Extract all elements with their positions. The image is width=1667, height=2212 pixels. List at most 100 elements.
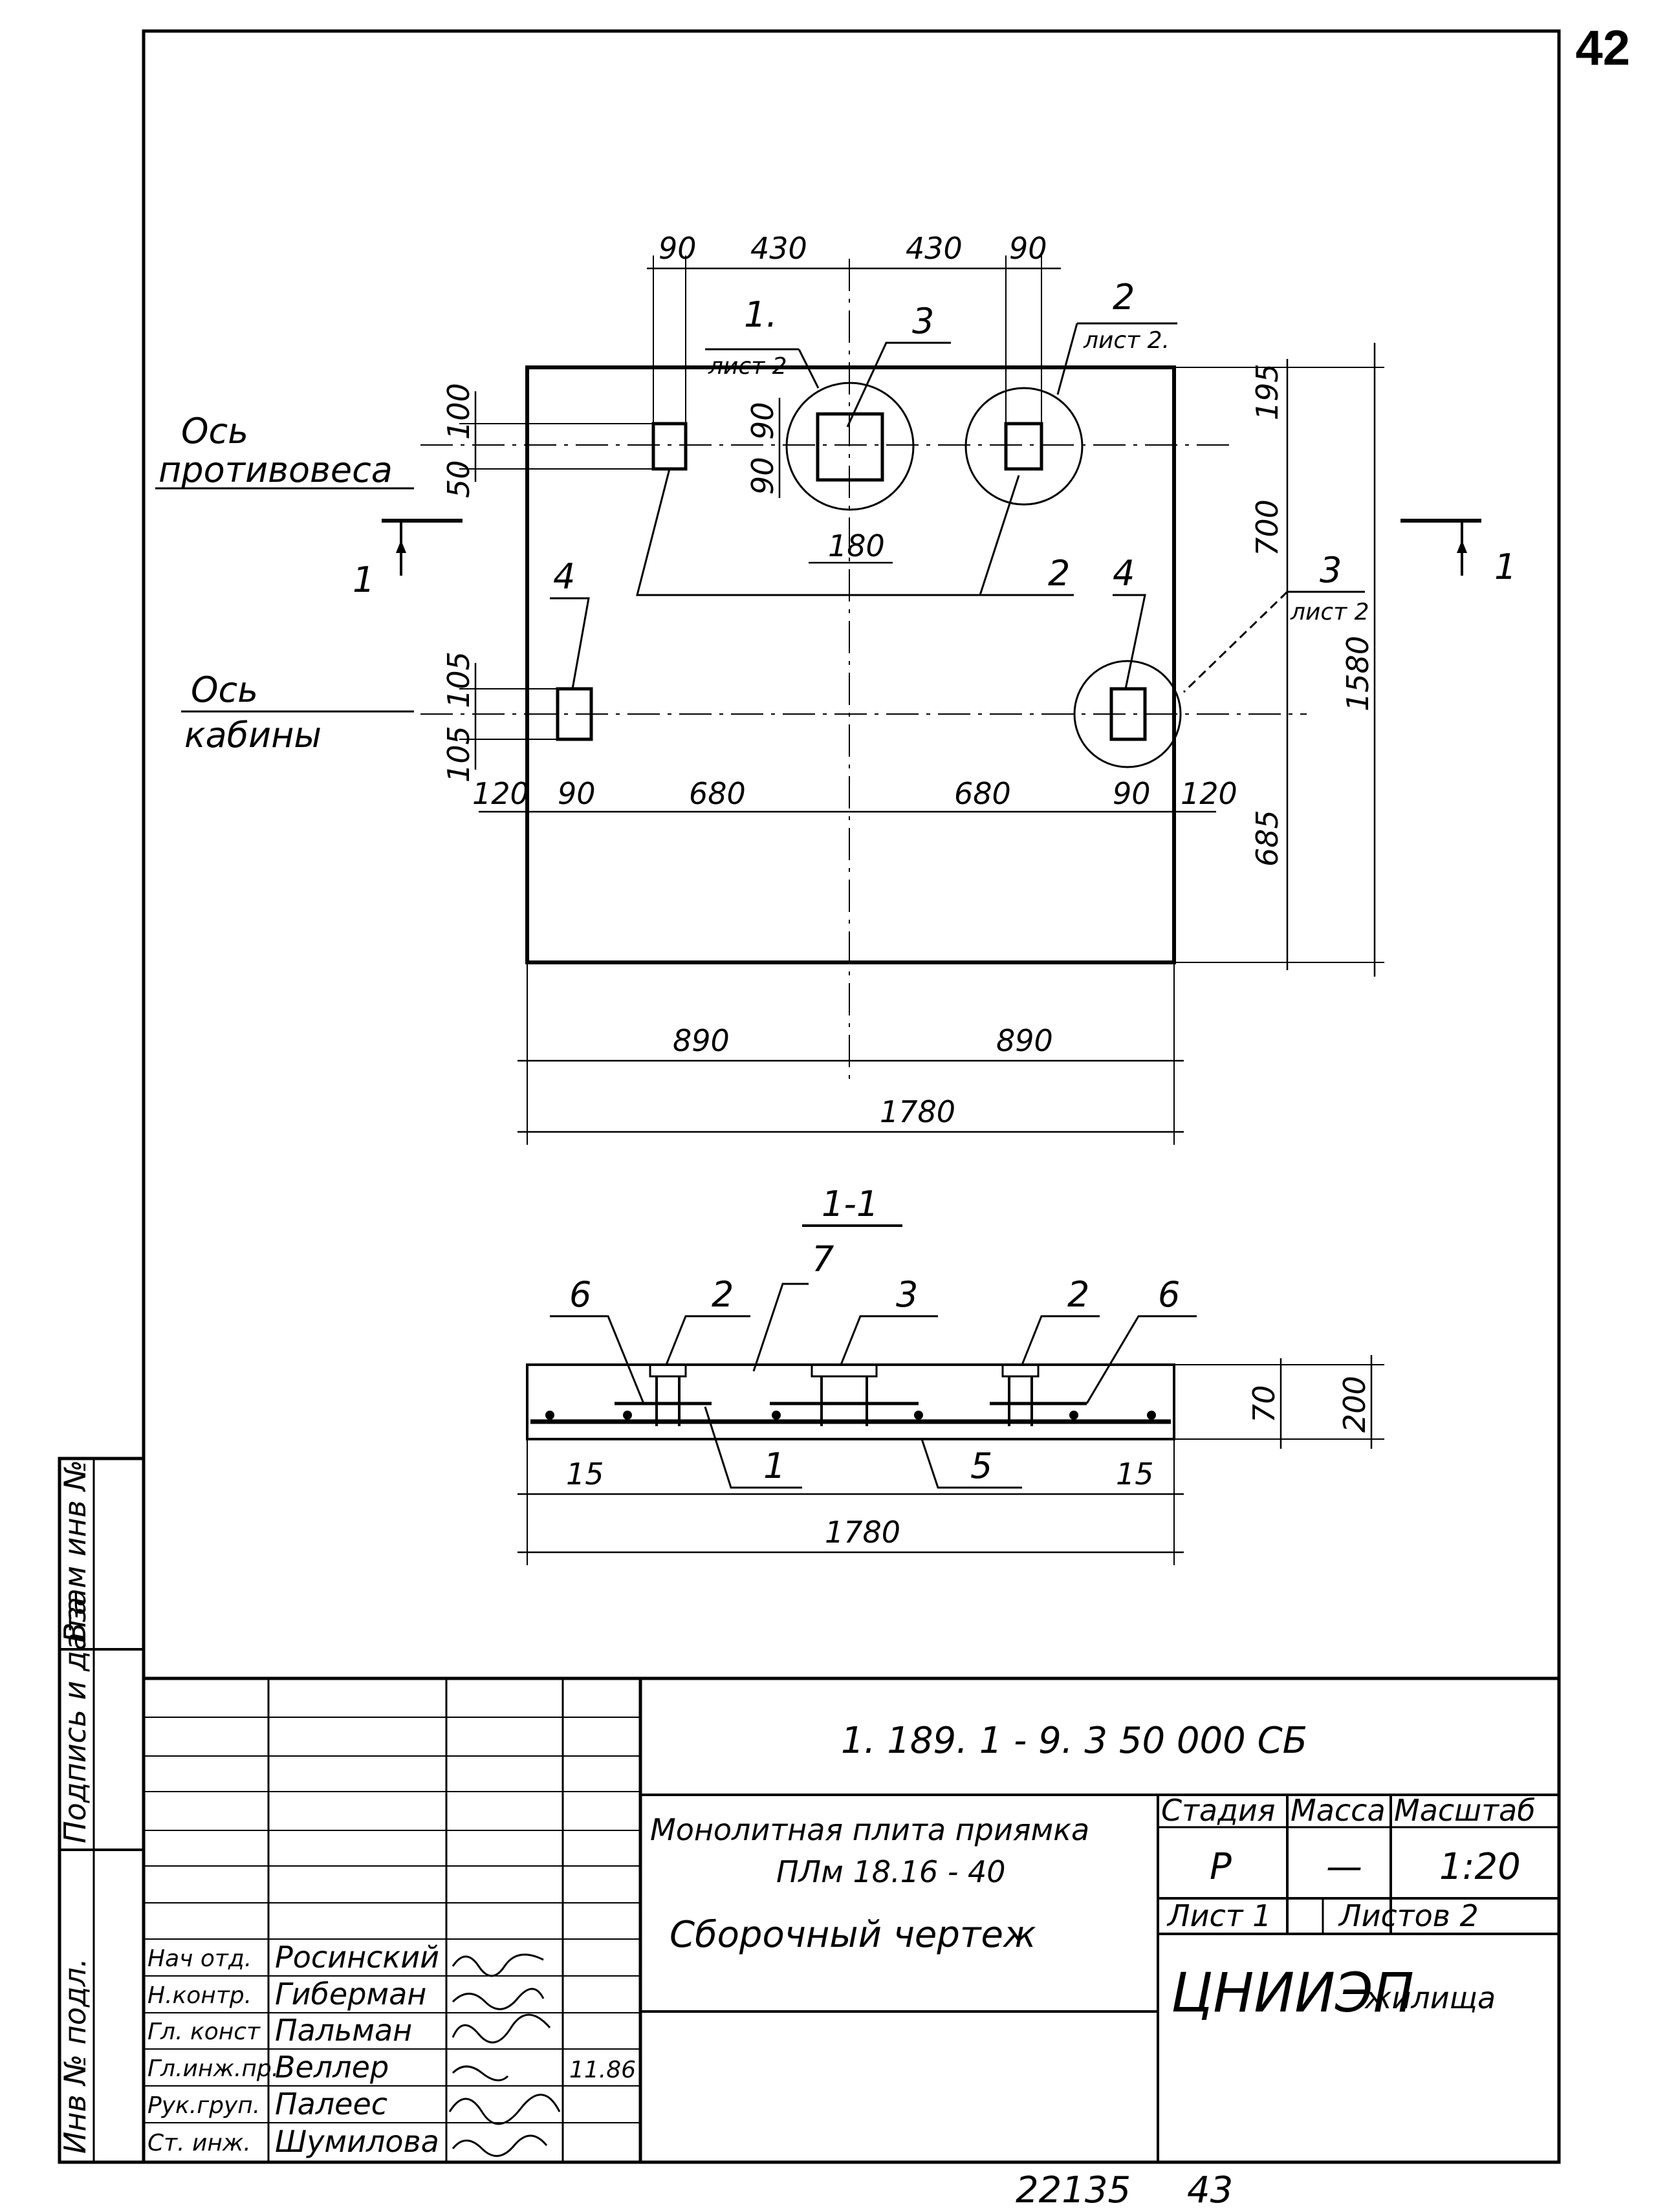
dim-row-680b: 680 [954, 776, 1011, 811]
name-1: Росинский [275, 1940, 439, 1975]
callout-3: 3 [1320, 550, 1342, 591]
dim-890a: 890 [673, 1023, 730, 1058]
bottom-number-2: 43 [1187, 2169, 1233, 2211]
axis-counterweight-label-1: Ось [181, 411, 248, 451]
dim-left-50: 50 [441, 460, 476, 498]
header-scale: Масштаб [1394, 1793, 1536, 1828]
embed-part-center [816, 412, 884, 482]
dim-top-2: 430 [750, 231, 807, 266]
side-stamp-inv: Инв № подл. [58, 1958, 93, 2154]
detail-circle-3 [1073, 660, 1182, 768]
dim-left-105a: 105 [441, 651, 476, 708]
mark-4a: 4 [553, 556, 575, 597]
sheets-total: Листов 2 [1338, 1898, 1479, 1933]
section-mark-2b: 2 [1067, 1274, 1089, 1315]
dim-row-90a: 90 [558, 776, 596, 811]
dim-top-3: 430 [906, 231, 963, 266]
section-mark-left: 1 [353, 559, 375, 600]
dim-row-680a: 680 [689, 776, 746, 811]
mark-4b: 4 [1113, 553, 1135, 594]
callout-2-sheet: лист 2. [1083, 327, 1170, 354]
header-stage: Стадия [1161, 1793, 1275, 1828]
section-dim-200: 200 [1337, 1376, 1372, 1433]
callout-1-sheet: лист 2 [708, 353, 787, 380]
org-suffix: жилища [1364, 1980, 1496, 2015]
slab-outline [525, 365, 1176, 964]
drawing-frame [142, 29, 1561, 2164]
dim-right-700: 700 [1250, 499, 1285, 556]
section-dim-15a: 15 [566, 1457, 604, 1491]
dim-right-685: 685 [1250, 810, 1285, 867]
name-2: Гиберман [275, 1977, 426, 2011]
axis-counterweight-label-2: противовеса [158, 450, 393, 490]
doc-code: 1. 189. 1 - 9. 3 50 000 СБ [841, 1720, 1307, 1762]
section-view: 1-1 7 6 2 3 2 6 1 [518, 1184, 1384, 1565]
dim-left-90b: 90 [745, 457, 780, 495]
detail-circle-2 [964, 387, 1084, 506]
section-mark-3: 3 [896, 1274, 918, 1315]
role-1: Нач отд. [147, 1946, 252, 1972]
title-line-3: Сборочный чертеж [670, 1914, 1036, 1956]
name-4: Веллер [275, 2050, 389, 2085]
section-mark-6b: 6 [1158, 1274, 1180, 1315]
section-mark-6a: 6 [569, 1274, 591, 1315]
name-3: Пальман [275, 2013, 412, 2048]
callout-2: 2 [1113, 277, 1135, 318]
role-3: Гл. конст [147, 2019, 261, 2045]
embed-part-cabin-right [1109, 687, 1147, 741]
name-6: Шумилова [275, 2124, 439, 2159]
section-dim-70: 70 [1247, 1385, 1281, 1423]
dim-right-195: 195 [1250, 363, 1285, 420]
section-mark-2a: 2 [712, 1274, 734, 1315]
embed-part-counterweight-left [651, 422, 688, 471]
side-stamp: Инв № подл. Подпись и дата Взам инв № [58, 1457, 146, 2164]
mark-2: 2 [1048, 553, 1070, 594]
value-mass: — [1326, 1846, 1362, 1888]
section-mark-5: 5 [970, 1446, 992, 1486]
mark-3: 3 [912, 301, 934, 342]
dim-right-1580: 1580 [1340, 636, 1375, 711]
role-6: Ст. инж. [147, 2130, 251, 2156]
role-5: Рук.груп. [147, 2092, 260, 2119]
dim-row-90b: 90 [1113, 776, 1151, 811]
value-scale: 1:20 [1439, 1846, 1521, 1888]
title-line-1: Монолитная плита приямка [650, 1812, 1089, 1847]
side-stamp-replace: Взам инв № [58, 1460, 93, 1643]
dim-left-105b: 105 [441, 726, 476, 783]
axis-cabin-label-2: кабины [184, 715, 321, 755]
header-mass: Масса [1291, 1793, 1386, 1828]
axis-cabin-label-1: Ось [191, 669, 258, 710]
side-stamp-sign: Подпись и дата [58, 1597, 93, 1843]
title-line-2: ПЛм 18.16 - 40 [776, 1854, 1006, 1889]
callout-3-sheet: лист 2 [1290, 599, 1369, 625]
dim-left-100: 100 [441, 383, 476, 440]
dim-180: 180 [828, 528, 885, 563]
section-mark-right: 1 [1494, 547, 1516, 587]
embed-part-counterweight-right [1004, 422, 1043, 471]
dim-row-120a: 120 [472, 776, 529, 811]
plan-view: Ось противовеса Ось кабины 2 4 4 3 1. ли… [155, 231, 1516, 1145]
section-dim-1780: 1780 [825, 1515, 900, 1550]
role-2: Н.контр. [147, 1982, 252, 2009]
org-name: ЦНИИЭП [1171, 1961, 1414, 2024]
role-4: Гл.инж.пр. [147, 2055, 279, 2082]
section-mark-1: 1 [763, 1446, 785, 1486]
embed-part-cabin-left [556, 687, 593, 741]
signatures [448, 1953, 561, 2157]
dim-top-1: 90 [659, 231, 697, 266]
section-title: 1-1 [822, 1184, 878, 1224]
section-mark-7: 7 [812, 1239, 834, 1279]
bottom-number-1: 22135 [1016, 2169, 1131, 2211]
section-dim-15b: 15 [1116, 1457, 1154, 1491]
dim-left-90a: 90 [745, 402, 780, 440]
title-block: 1. 189. 1 - 9. 3 50 000 СБ Монолитная пл… [144, 1676, 1559, 2162]
name-5: Палеес [275, 2087, 387, 2121]
sheet-number: Лист 1 [1166, 1898, 1271, 1933]
page-number: 42 [1575, 21, 1630, 76]
dim-1780: 1780 [880, 1094, 955, 1129]
value-stage: Р [1210, 1846, 1232, 1888]
date: 11.86 [569, 2057, 636, 2083]
dim-890b: 890 [996, 1023, 1053, 1058]
dim-top-4: 90 [1009, 231, 1047, 266]
